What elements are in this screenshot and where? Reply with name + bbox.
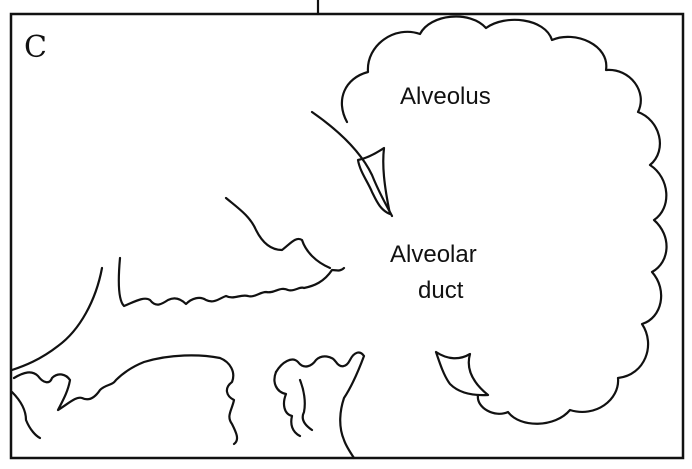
duct-wall-upper [119, 258, 344, 306]
panel-letter: C [24, 30, 47, 65]
septum-wedge-bottom [436, 352, 488, 395]
left-sac-upper [226, 198, 330, 268]
bottom-left-corner-scallop [12, 392, 40, 438]
lower-left-scallops [14, 355, 237, 444]
middle-lower-sac [276, 353, 364, 458]
alveolus-label: Alveolus [400, 83, 491, 110]
middle-lower-sac-inner [300, 380, 312, 430]
alveolar-duct-label-line1: Alveolar [390, 241, 477, 268]
alveolus-inner-fold [312, 112, 392, 216]
middle-lower-sac-left [274, 372, 300, 436]
left-sweep-curve [12, 268, 102, 370]
alveolus-outline [342, 17, 667, 424]
alveolar-duct-label-line2: duct [418, 277, 464, 304]
